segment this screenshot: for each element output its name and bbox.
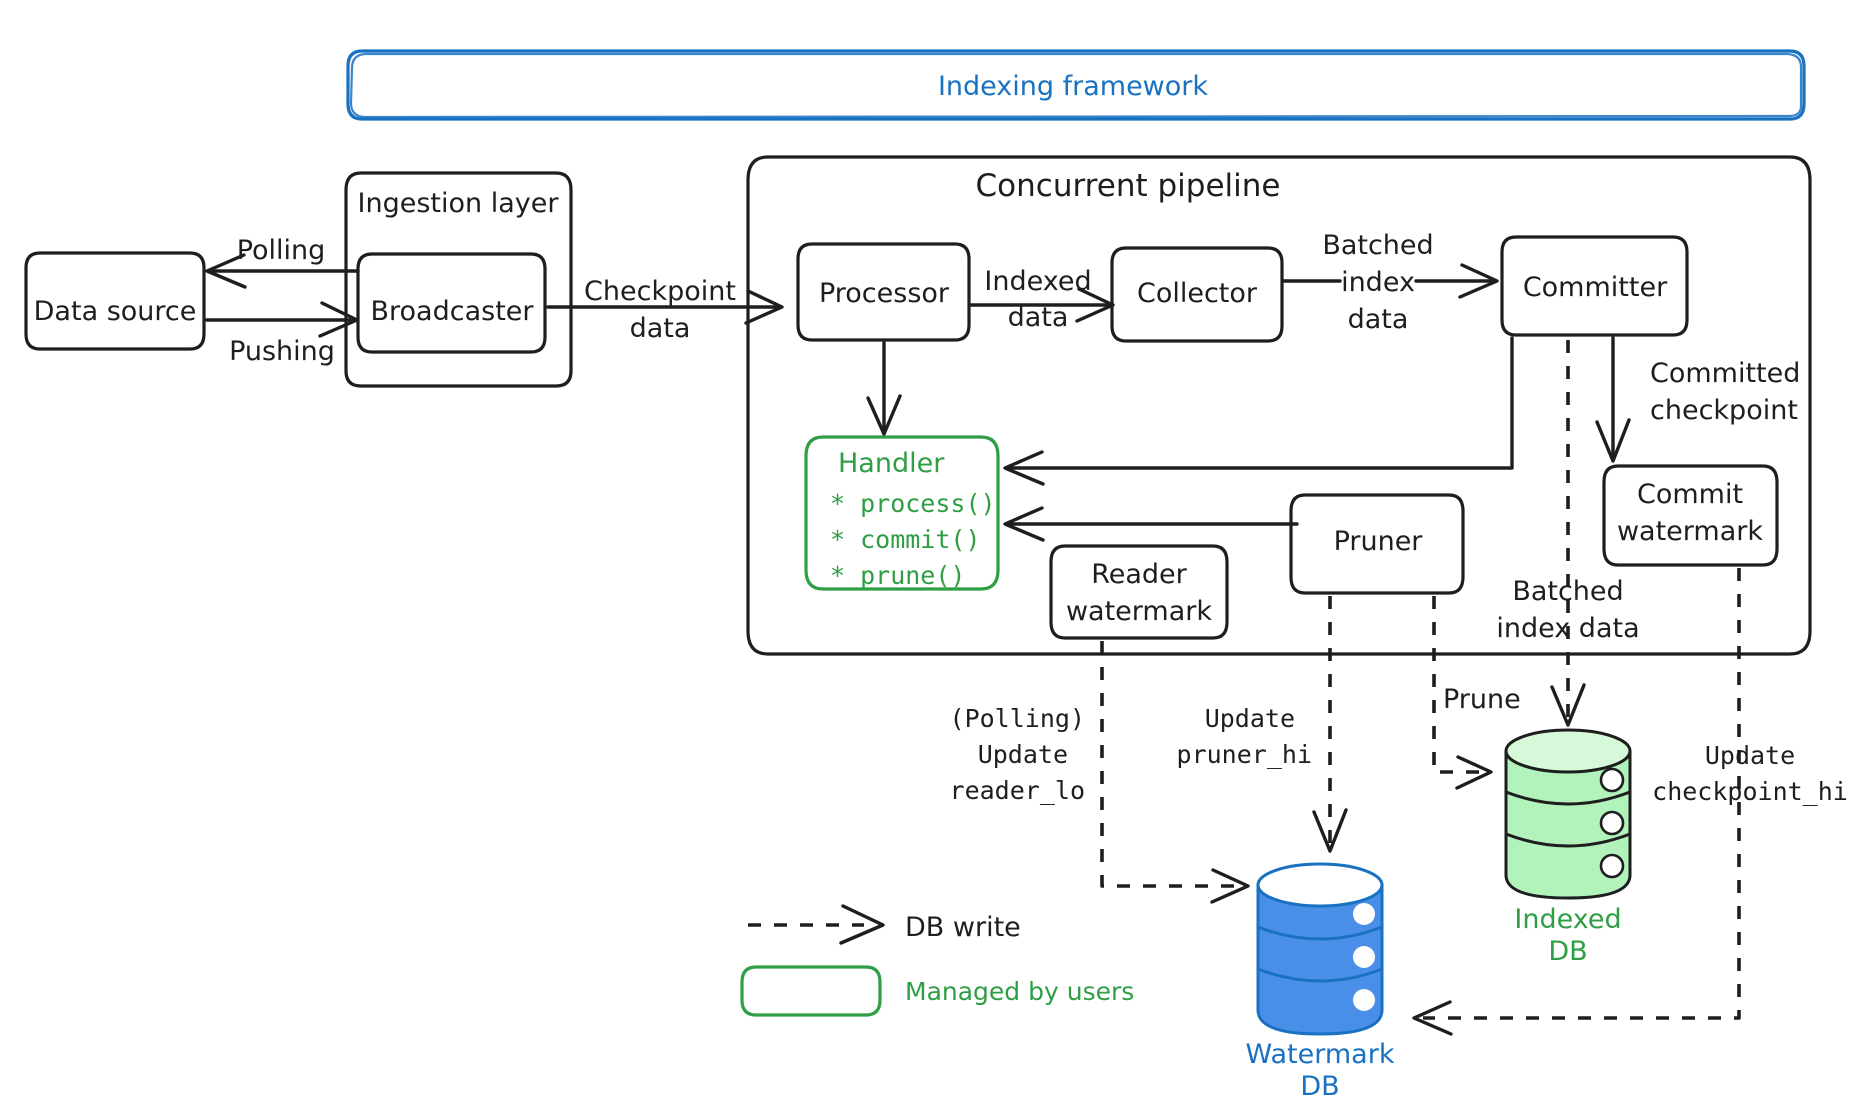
- edge-indexed-data: Indexed data: [969, 266, 1115, 333]
- data-source-label: Data source: [34, 296, 197, 327]
- edge-pruner-to-indexed-db: Prune: [1432, 596, 1521, 790]
- edge-label-update-pruner-hi-2: pruner_hi: [1177, 740, 1312, 769]
- edge-label-committed-checkpoint-1: Committed: [1650, 358, 1800, 389]
- edge-label-prune: Prune: [1443, 684, 1521, 715]
- ingestion-layer-container: Ingestion layer: [344, 171, 573, 388]
- edge-reader-watermark-to-watermark-db: (Polling) Update reader_lo: [950, 641, 1250, 904]
- reader-watermark-label-1: Reader: [1091, 559, 1187, 590]
- edge-pruner-to-handler: [1003, 506, 1299, 542]
- legend-managed-by-users: Managed by users: [740, 965, 1134, 1017]
- node-handler[interactable]: Handler * process() * commit() * prune(): [804, 435, 1000, 591]
- edge-processor-to-handler: [866, 341, 902, 436]
- handler-method-commit: * commit(): [830, 525, 981, 554]
- pruner-label: Pruner: [1334, 526, 1424, 557]
- node-broadcaster[interactable]: Broadcaster: [356, 252, 547, 354]
- edge-label-pushing: Pushing: [229, 336, 335, 367]
- concurrent-pipeline-label: Concurrent pipeline: [976, 168, 1281, 204]
- commit-watermark-label-1: Commit: [1637, 479, 1743, 510]
- edge-label-committed-checkpoint-2: checkpoint: [1650, 395, 1798, 426]
- edge-label-polling-update-reader-lo-3: reader_lo: [950, 776, 1085, 805]
- watermark-db-label-1: Watermark: [1246, 1039, 1395, 1070]
- watermark-db-label-2: DB: [1300, 1071, 1339, 1102]
- handler-method-process: * process(): [830, 489, 996, 518]
- committer-label: Committer: [1523, 272, 1668, 303]
- edge-label-polling-update-reader-lo-2: Update: [978, 740, 1068, 769]
- edge-label-batched-index-data-2: index: [1341, 267, 1415, 298]
- handler-title: Handler: [838, 448, 945, 479]
- node-collector[interactable]: Collector: [1110, 246, 1284, 343]
- broadcaster-label: Broadcaster: [371, 296, 535, 327]
- edge-label-batched-index-data-3: data: [1348, 304, 1409, 335]
- node-committer[interactable]: Committer: [1500, 235, 1689, 337]
- edge-label-batched-index-data-1: Batched: [1322, 230, 1433, 261]
- node-reader-watermark[interactable]: Reader watermark: [1049, 544, 1229, 640]
- edge-label-polling: Polling: [237, 235, 326, 266]
- edge-checkpoint-data: Checkpoint data: [546, 276, 784, 344]
- node-processor[interactable]: Processor: [796, 242, 971, 342]
- node-data-source[interactable]: Data source: [24, 251, 206, 351]
- edge-label-checkpoint-data-1: Checkpoint: [584, 276, 736, 307]
- edge-commit-watermark-to-watermark-db: Update checkpoint_hi: [1412, 568, 1848, 1036]
- edge-label-update-checkpoint-hi-2: checkpoint_hi: [1652, 777, 1848, 806]
- edge-label-indexed-data-1: Indexed: [984, 266, 1091, 297]
- node-pruner[interactable]: Pruner: [1289, 493, 1465, 595]
- edge-pruner-to-watermark-db: Update pruner_hi: [1177, 596, 1348, 853]
- edge-committed-checkpoint: Committed checkpoint: [1595, 336, 1800, 463]
- edge-label-indexed-data-2: data: [1008, 302, 1069, 333]
- framework-title: Indexing framework: [938, 71, 1208, 102]
- concurrent-pipeline-container: Concurrent pipeline: [746, 155, 1812, 656]
- edge-committer-to-handler: [1003, 336, 1514, 486]
- indexed-db-label-2: DB: [1548, 936, 1587, 967]
- db-watermark[interactable]: Watermark DB: [1246, 862, 1395, 1102]
- ingestion-layer-label: Ingestion layer: [358, 188, 560, 219]
- edge-label-update-checkpoint-hi-1: Update: [1705, 741, 1795, 770]
- edge-polling: Polling: [205, 235, 360, 289]
- handler-method-prune: * prune(): [830, 561, 965, 590]
- edge-pushing: Pushing: [205, 301, 359, 367]
- collector-label: Collector: [1137, 278, 1258, 309]
- legend-db-write-label: DB write: [905, 912, 1021, 943]
- edge-batched-index-data: Batched index data: [1282, 230, 1499, 335]
- legend-managed-by-users-label: Managed by users: [905, 977, 1134, 1006]
- indexed-db-label-1: Indexed: [1514, 904, 1621, 935]
- edge-label-checkpoint-data-2: data: [630, 313, 691, 344]
- edge-label-batched-index-data-2-1: Batched: [1512, 576, 1623, 607]
- edge-label-polling-update-reader-lo-1: (Polling): [950, 704, 1085, 733]
- node-commit-watermark[interactable]: Commit watermark: [1602, 464, 1779, 567]
- commit-watermark-label-2: watermark: [1617, 516, 1763, 547]
- framework-banner: Indexing framework: [346, 49, 1806, 121]
- legend-db-write: DB write: [748, 904, 1021, 945]
- edge-committer-to-indexed-db: Batched index data: [1496, 340, 1640, 727]
- processor-label: Processor: [819, 278, 950, 309]
- legend: DB write Managed by users: [740, 904, 1134, 1017]
- db-indexed[interactable]: Indexed DB: [1504, 728, 1632, 967]
- reader-watermark-label-2: watermark: [1066, 596, 1212, 627]
- edge-label-update-pruner-hi-1: Update: [1205, 704, 1295, 733]
- edge-label-batched-index-data-2-2: index data: [1496, 613, 1639, 644]
